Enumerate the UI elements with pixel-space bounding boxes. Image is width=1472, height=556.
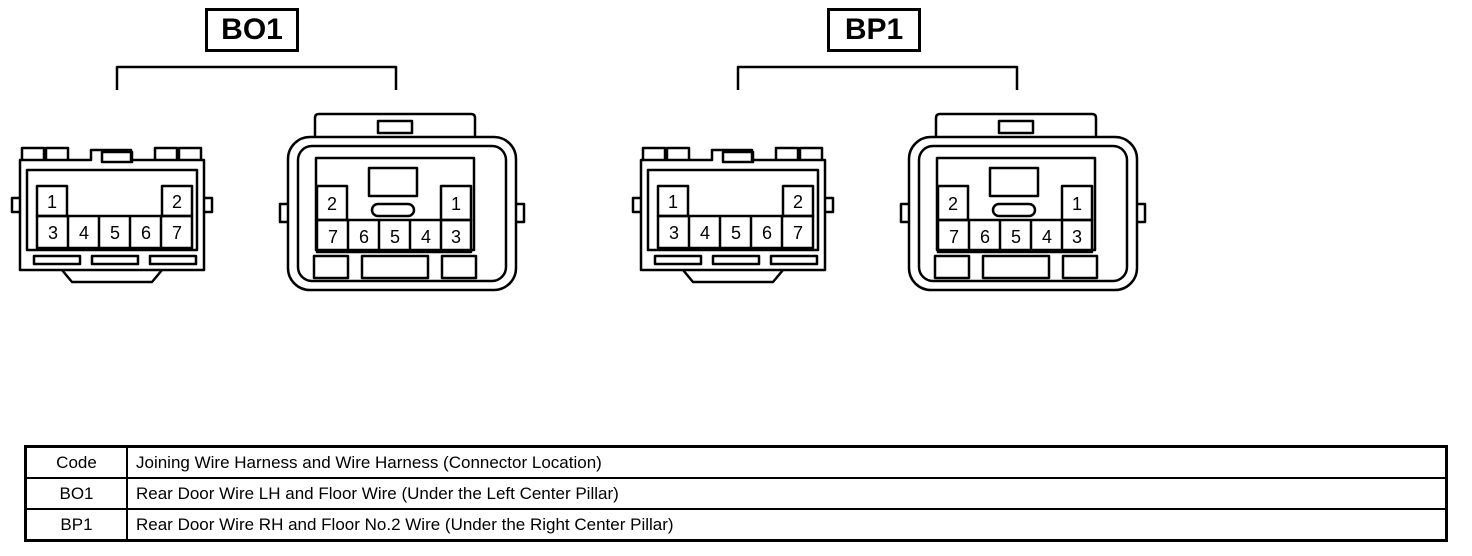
connector-location-table: Code Joining Wire Harness and Wire Harne… bbox=[24, 445, 1448, 542]
pin-label: 2 bbox=[793, 192, 803, 212]
male-connector-bp1 bbox=[899, 112, 1147, 292]
connector-diagram: 1 2 3 4 5 6 7 2 1 7 6 5 4 3 1 2 3 4 5 6 … bbox=[10, 65, 1147, 292]
table-row: BP1 Rear Door Wire RH and Floor No.2 Wir… bbox=[24, 508, 1448, 542]
pin-label: 2 bbox=[327, 194, 337, 214]
pin-label: 6 bbox=[141, 223, 151, 243]
row-code: BO1 bbox=[24, 477, 128, 510]
connector-code-bp1: BP1 bbox=[827, 8, 921, 52]
pin-label: 5 bbox=[731, 223, 741, 243]
header-description: Joining Wire Harness and Wire Harness (C… bbox=[126, 445, 1448, 479]
pin-label: 7 bbox=[172, 223, 182, 243]
group-bp1 bbox=[631, 65, 1147, 292]
pin-label: 1 bbox=[1072, 194, 1082, 214]
female-connector-bo1 bbox=[10, 146, 214, 284]
pin-label: 7 bbox=[949, 227, 959, 247]
pin-label: 7 bbox=[328, 227, 338, 247]
male-connector-bo1 bbox=[278, 112, 526, 292]
pin-label: 1 bbox=[451, 194, 461, 214]
bracket-bo1 bbox=[115, 65, 398, 90]
pin-label: 1 bbox=[47, 192, 57, 212]
pin-label: 6 bbox=[359, 227, 369, 247]
table-header-row: Code Joining Wire Harness and Wire Harne… bbox=[24, 445, 1448, 479]
header-code: Code bbox=[24, 445, 128, 479]
pin-label: 5 bbox=[390, 227, 400, 247]
bracket-bp1 bbox=[736, 65, 1019, 90]
pin-label: 4 bbox=[79, 223, 89, 243]
pin-label: 2 bbox=[948, 194, 958, 214]
connector-code-bo1: BO1 bbox=[205, 8, 299, 52]
group-bo1 bbox=[10, 65, 526, 292]
pin-label: 1 bbox=[668, 192, 678, 212]
pin-label: 5 bbox=[1011, 227, 1021, 247]
pin-label: 3 bbox=[48, 223, 58, 243]
pin-label: 4 bbox=[1042, 227, 1052, 247]
pin-label: 3 bbox=[1072, 227, 1082, 247]
pin-label: 6 bbox=[980, 227, 990, 247]
pin-label: 4 bbox=[421, 227, 431, 247]
row-code: BP1 bbox=[24, 508, 128, 542]
pin-label: 6 bbox=[762, 223, 772, 243]
pin-label: 3 bbox=[669, 223, 679, 243]
pin-label: 4 bbox=[700, 223, 710, 243]
row-description: Rear Door Wire RH and Floor No.2 Wire (U… bbox=[126, 508, 1448, 542]
row-description: Rear Door Wire LH and Floor Wire (Under … bbox=[126, 477, 1448, 510]
pin-label: 5 bbox=[110, 223, 120, 243]
pin-label: 3 bbox=[451, 227, 461, 247]
pin-label: 7 bbox=[793, 223, 803, 243]
pin-label: 2 bbox=[172, 192, 182, 212]
table-row: BO1 Rear Door Wire LH and Floor Wire (Un… bbox=[24, 477, 1448, 510]
female-connector-bp1 bbox=[631, 146, 835, 284]
